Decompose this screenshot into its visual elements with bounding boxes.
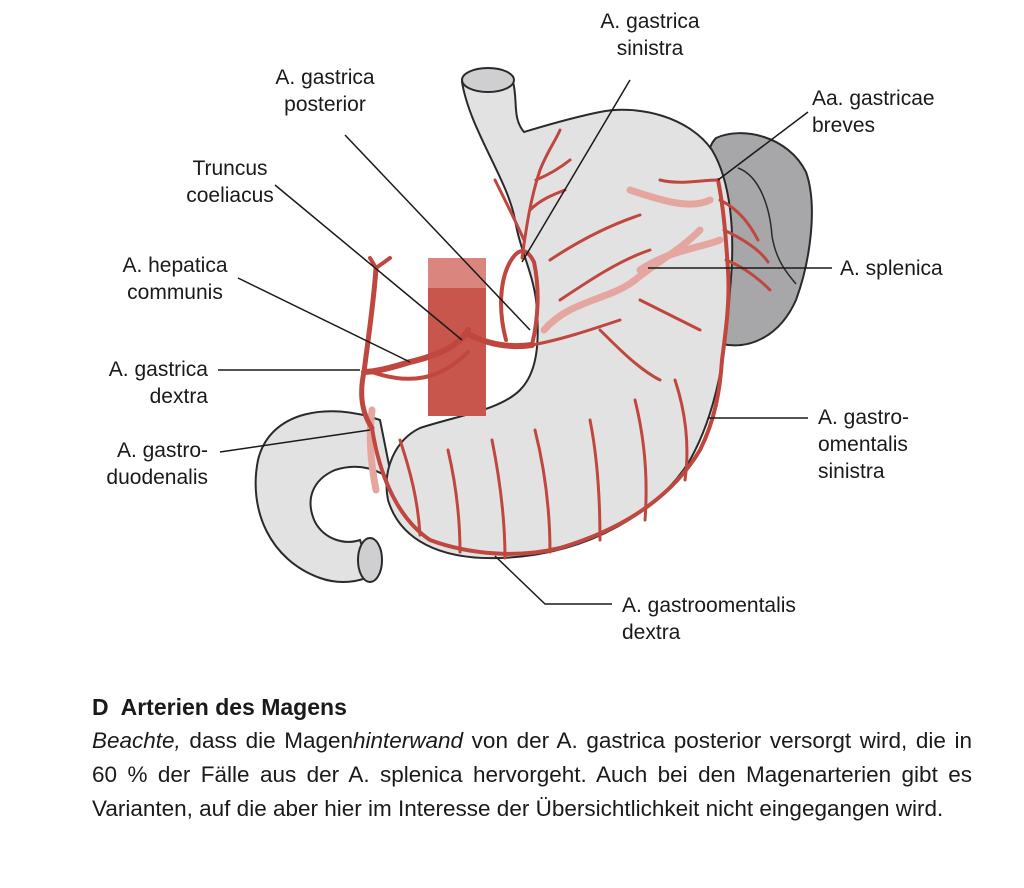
spleen-hilum — [737, 167, 797, 285]
caption-part1: dass die Magen — [180, 728, 353, 753]
caption-beachte: Beachte, — [92, 728, 181, 753]
aorta-fade — [428, 258, 486, 288]
arteries — [359, 128, 772, 560]
caption-title: D Arterien des Magens — [92, 690, 972, 724]
stomach-arteries-illustration — [218, 67, 832, 605]
figure-caption: D Arterien des Magens Beachte, dass die M… — [92, 690, 972, 826]
label-splenica: A. splenica — [840, 257, 943, 280]
duodenum-lumen — [357, 537, 383, 583]
caption-body: Beachte, dass die Magenhinterwand von de… — [92, 724, 972, 826]
caption-part2: von der A. gastrica posterior versorgt w… — [92, 728, 972, 821]
leader-lines — [218, 79, 832, 605]
duodenum — [254, 410, 394, 583]
cardia-opening — [461, 67, 515, 93]
label-gastroduodenalis: A. gastro-duodenalis — [106, 439, 208, 489]
caption-title-text: Arterien des Magens — [120, 694, 347, 720]
caption-letter: D — [92, 694, 109, 720]
posterior-vessels — [366, 186, 724, 494]
caption-hinterwand: hinterwand — [353, 728, 464, 753]
